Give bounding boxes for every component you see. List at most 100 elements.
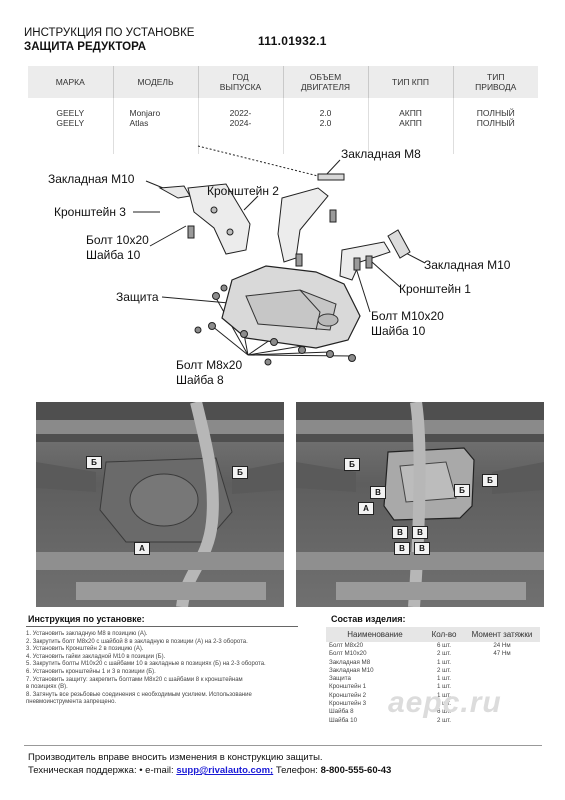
instruction-step: 7. Установить защиту: закрепить болтами … [26, 676, 243, 683]
header-torque: Момент затяжки [464, 627, 540, 642]
row-name: Закладная М8 [329, 658, 371, 666]
composition-table: Наименование Кол-во Момент затяжки Болт … [326, 627, 540, 725]
footer-notice: Производитель вправе вносить изменения в… [28, 752, 323, 763]
row-qty: 1 шт. [437, 658, 451, 666]
part-number: 111.01932.1 [258, 34, 327, 48]
table-row: Шайба 8 6 шт. [326, 708, 540, 716]
label-bolt-10x20: Болт 10х20 Шайба 10 [86, 233, 149, 262]
tag-b-left: Б [86, 456, 102, 469]
row-name: Шайба 8 [329, 708, 354, 716]
watermark: aepc.ru [388, 686, 502, 719]
cell-drive: ПОЛНЫЙ ПОЛНЫЙ [476, 108, 515, 128]
row-qty: 1 шт. [437, 675, 451, 683]
composition-title: Состав изделия: [331, 614, 406, 624]
table-row: Закладная М10 2 шт. [326, 667, 540, 675]
header-name: Наименование [326, 627, 424, 642]
instruction-step: пневмоинструмента запрещено. [26, 699, 117, 706]
instruction-step: 5. Закрутить болты М10х20 с шайбами 10 в… [26, 661, 266, 668]
tag-v-3: В [412, 526, 428, 539]
table-row: Кронштейн 3 1 шт. [326, 700, 540, 708]
footer-divider [24, 745, 542, 746]
row-torque [464, 659, 540, 667]
footer-support: Техническая поддержка: • e-mail: supp@ri… [28, 765, 391, 776]
instruction-step: 3. Установить Кронштейн 2 в позицию (А). [26, 646, 144, 653]
instruction-step: 6. Установить кронштейны 1 и 3 в позиции… [26, 668, 156, 675]
header-engine: ОБЪЕМ ДВИГАТЕЛЯ [283, 66, 369, 98]
instruction-step: 2. Закрутить болт М8х20 с шайбой 8 в зак… [26, 638, 248, 645]
header-gearbox: ТИП КПП [368, 66, 454, 98]
row-name: Кронштейн 1 [329, 683, 367, 691]
row-torque [464, 675, 540, 683]
table-row: Закладная М8 1 шт. [326, 659, 540, 667]
header-year: ГОД ВЫПУСКА [198, 66, 284, 98]
tag-b-left: Б [344, 458, 360, 471]
row-name: Кронштейн 3 [329, 700, 367, 708]
instruction-step: 8. Затянуть все резьбовые соединения с н… [26, 691, 252, 698]
label-bolt-m10x20: Болт М10х20 Шайба 10 [371, 309, 444, 338]
row-name: Болт М8х20 [329, 642, 364, 649]
row-torque: 24 Нм [493, 642, 511, 649]
row-name: Закладная М10 [329, 666, 374, 674]
photo-underbody-before: Б Б А [36, 402, 284, 607]
header-qty: Кол-во [424, 627, 464, 642]
cell-model: Monjaro Atlas [113, 98, 199, 154]
row-name: Болт М10х20 [329, 650, 367, 658]
tag-v-1: В [370, 486, 386, 499]
row-qty: 1 шт. [437, 700, 451, 708]
table-row: Болт М10х20 2 шт. 47 Нм [326, 650, 540, 658]
tag-a: А [358, 502, 374, 515]
tag-a: А [134, 542, 150, 555]
cell-gearbox: АКПП АКПП [368, 98, 454, 154]
row-name: Защита [329, 675, 351, 683]
row-qty: 6 шт. [437, 642, 451, 649]
tag-b-right: Б [482, 474, 498, 487]
table-row: Шайба 10 2 шт. [326, 717, 540, 725]
row-qty: 2 шт. [437, 716, 451, 724]
table-row: Кронштейн 2 1 шт. [326, 692, 540, 700]
tag-b-mid: Б [454, 484, 470, 497]
header-model: МОДЕЛЬ [113, 66, 199, 98]
instruction-step: 4. Установить гайки закладной М10 в пози… [26, 653, 166, 660]
instructions-title: Инструкция по установке: [28, 614, 145, 624]
table-row: Защита 1 шт. [326, 675, 540, 683]
label-kronshtein-3: Кронштейн 3 [54, 205, 126, 219]
tag-v-5: В [414, 542, 430, 555]
label-zakladnaya-m10-left: Закладная М10 [48, 172, 135, 186]
cell-engine: 2.0 2.0 [283, 98, 369, 154]
tag-b-right: Б [232, 466, 248, 479]
divider [26, 626, 298, 627]
support-email-link[interactable]: supp@rivalauto.com; [176, 765, 274, 776]
row-name: Кронштейн 2 [329, 691, 367, 699]
instruction-step: 1. Установить закладную М8 в позицию (А)… [26, 631, 148, 637]
support-phone: 8-800-555-60-43 [320, 765, 392, 776]
title-line-1: ИНСТРУКЦИЯ ПО УСТАНОВКЕ [24, 27, 195, 39]
row-qty: 1 шт. [437, 691, 451, 699]
row-torque [464, 667, 540, 675]
cell-brand: GEELY GEELY [28, 98, 114, 154]
instructions-list: 1. Установить закладную М8 в позицию (А)… [26, 631, 306, 707]
tag-v-4: В [394, 542, 410, 555]
row-qty: 1 шт. [437, 683, 451, 691]
table-row: Кронштейн 1 1 шт. [326, 683, 540, 691]
row-qty: 2 шт. [437, 666, 451, 674]
cell-year: 2022- 2024- [198, 98, 284, 154]
label-zakladnaya-m8: Закладная М8 [341, 147, 421, 161]
label-zashchita: Защита [116, 290, 159, 304]
instruction-step: в позициях (В). [26, 684, 68, 691]
tag-v-2: В [392, 526, 408, 539]
row-name: Шайба 10 [329, 716, 358, 724]
exploded-assembly-diagram [133, 145, 426, 366]
phone-label: Телефон: [273, 765, 321, 776]
label-bolt-m8x20: Болт М8х20 Шайба 8 [176, 358, 243, 387]
header-brand: МАРКА [28, 66, 114, 98]
row-qty: 2 шт. [437, 650, 451, 658]
row-qty: 6 шт. [437, 708, 451, 716]
row-torque: 47 Нм [493, 650, 511, 658]
label-kronshtein-2: Кронштейн 2 [207, 184, 279, 198]
label-kronshtein-1: Кронштейн 1 [399, 282, 471, 296]
label-zakladnaya-m10-right: Закладная М10 [424, 258, 511, 272]
support-label: Техническая поддержка: • e-mail: [28, 765, 177, 776]
table-row: Болт М8х20 6 шт. 24 Нм [326, 642, 540, 650]
vehicle-spec-table: МАРКА МОДЕЛЬ ГОД ВЫПУСКА ОБЪЕМ ДВИГАТЕЛЯ… [28, 66, 538, 154]
photo-underbody-after: Б Б Б В В В В В А [296, 402, 544, 607]
